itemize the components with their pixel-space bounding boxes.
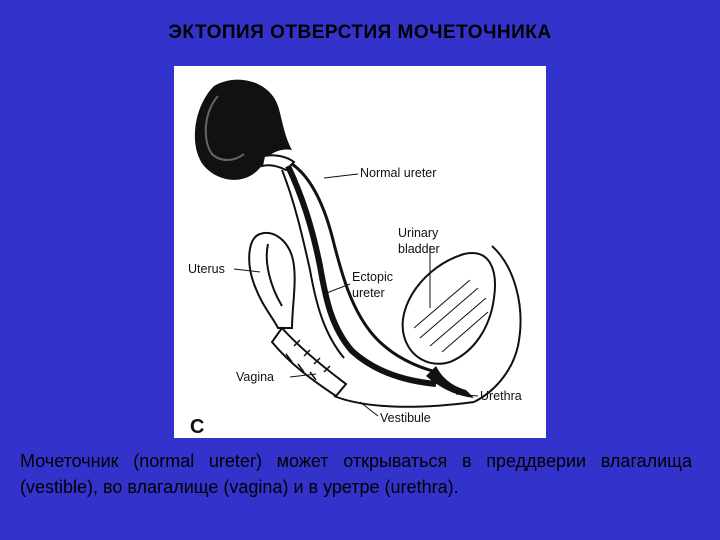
ectopic-ureter-illustration (194, 79, 522, 417)
urethra (426, 366, 474, 398)
slide-caption: Мочеточник (normal ureter) может открыва… (20, 451, 692, 497)
label-normal-ureter: Normal ureter (360, 166, 437, 180)
slide-title: ЭКТОПИЯ ОТВЕРСТИЯ МОЧЕТОЧНИКА (168, 22, 552, 43)
uterus (248, 232, 296, 329)
label-ectopic-ureter-line2: ureter (352, 286, 385, 300)
anatomy-figure: Normal ureter Urinary bladder Uterus Ect… (174, 66, 546, 438)
normal-ureter (291, 162, 437, 374)
urinary-bladder (401, 252, 496, 365)
label-urinary-bladder-line1: Urinary (398, 226, 439, 240)
vestibule (333, 395, 475, 408)
label-ectopic-ureter-line1: Ectopic (352, 270, 393, 284)
vagina-folds (285, 339, 331, 381)
renal-pelvis (260, 154, 296, 172)
uterus-cavity (265, 243, 283, 307)
ectopic-ureter-outline (281, 169, 345, 359)
label-uterus: Uterus (188, 262, 225, 276)
kidney-highlight (204, 95, 245, 161)
bladder-hatching (413, 279, 489, 353)
vagina (270, 326, 348, 398)
label-urinary-bladder-line2: bladder (398, 242, 440, 256)
panel-letter: C (190, 416, 205, 438)
pelvic-outline (473, 245, 522, 403)
ectopic-ureter (285, 164, 437, 387)
label-vestibule: Vestibule (380, 411, 431, 425)
label-urethra: Urethra (480, 389, 522, 403)
label-vagina: Vagina (236, 370, 274, 384)
